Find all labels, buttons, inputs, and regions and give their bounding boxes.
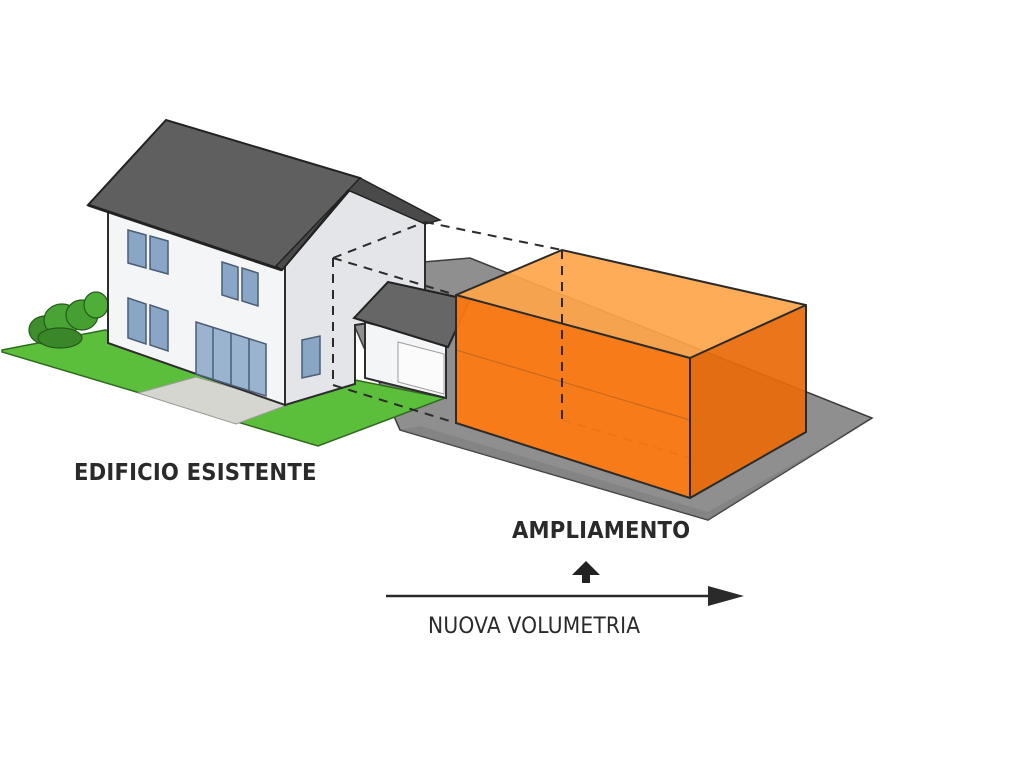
garage-door (397, 341, 445, 395)
extension-volume (455, 248, 807, 500)
existing-building-label: EDIFICIO ESISTENTE (74, 460, 317, 486)
roof-eave (87, 203, 283, 272)
new-volume-label: NUOVA VOLUMETRIA (428, 614, 641, 639)
bush (28, 291, 109, 349)
up-arrow-icon (572, 561, 600, 583)
house-roof-side (274, 177, 443, 271)
extension-label: AMPLIAMENTO (512, 518, 691, 544)
house-windows (127, 229, 321, 398)
right-arrow-icon (386, 586, 744, 606)
